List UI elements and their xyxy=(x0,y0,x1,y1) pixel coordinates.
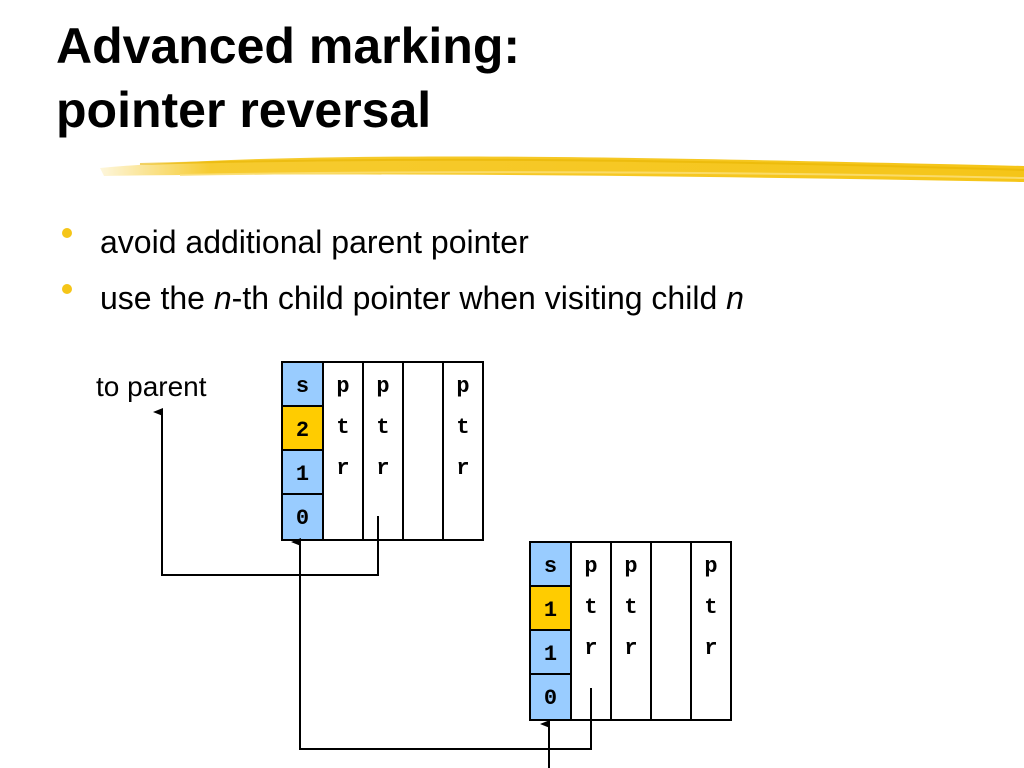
node1-pointer-1-char-0: p xyxy=(376,374,389,399)
node1-state-value-0: s xyxy=(296,374,309,399)
bullet-list: avoid additional parent pointer use the … xyxy=(62,218,744,330)
node2-pointer-3-char-1: t xyxy=(704,595,717,620)
title-line-2: pointer reversal xyxy=(56,82,432,138)
node1-pointer-field-0 xyxy=(322,361,364,541)
node1-pointer-0-char-2: r xyxy=(336,456,349,481)
bullet-1-text: avoid additional parent pointer xyxy=(100,224,529,260)
node1-pointer-0-char-0: p xyxy=(336,374,349,399)
node2-pointer-3-char-0: p xyxy=(704,554,717,579)
node1-pointer-0-char-1: t xyxy=(336,415,349,440)
node1-pointer-3-char-1: t xyxy=(456,415,469,440)
node2-state-value-0: s xyxy=(544,554,557,579)
node2-pointer-0-char-0: p xyxy=(584,554,597,579)
node1-state-cell-0 xyxy=(281,361,324,407)
node2-pointer-field-2 xyxy=(650,541,692,721)
bullet-2-text-b: -th child pointer when visiting child xyxy=(231,280,727,316)
node1-state-value-2: 1 xyxy=(296,462,309,487)
node1-pointer-3-char-2: r xyxy=(456,456,469,481)
node2-pointer-3-char-2: r xyxy=(704,636,717,661)
node1-pointer-1-char-1: t xyxy=(376,415,389,440)
highlighter-stroke xyxy=(100,156,1024,182)
bullet-2-text-a: use the xyxy=(100,280,214,316)
title-line-1: Advanced marking: xyxy=(56,18,521,74)
node2-state-value-2: 1 xyxy=(544,642,557,667)
node2-state-value-1: 1 xyxy=(544,598,557,623)
bullet-2-n-2: n xyxy=(726,280,744,316)
reversed-pointer-line xyxy=(291,538,592,750)
bullet-2: use the n-th child pointer when visiting… xyxy=(62,274,744,330)
node2-pointer-field-3 xyxy=(690,541,732,721)
node2-pointer-0-char-1: t xyxy=(584,595,597,620)
node1-pointer-1-char-2: r xyxy=(376,456,389,481)
parent-pointer-line xyxy=(153,408,379,576)
node2-pointer-1-char-1: t xyxy=(624,595,637,620)
bullet-dot-icon xyxy=(62,228,72,238)
bullet-dot-icon xyxy=(62,284,72,294)
to-parent-label: to parent xyxy=(96,371,207,402)
node1-state-cell-2 xyxy=(281,449,324,495)
node2-pointer-1-char-0: p xyxy=(624,554,637,579)
node2-pointer-1-char-2: r xyxy=(624,636,637,661)
node1-pointer-field-3 xyxy=(442,361,484,541)
node2-state-value-3: 0 xyxy=(544,686,557,711)
node1-state-value-3: 0 xyxy=(296,506,309,531)
node1-pointer-field-2 xyxy=(402,361,444,541)
slide-title: Advanced marking: pointer reversal xyxy=(56,14,520,142)
node1-pointer-3-char-0: p xyxy=(456,374,469,399)
node2-state-cell-3 xyxy=(529,673,572,721)
node2-pointer-0-char-2: r xyxy=(584,636,597,661)
bullet-1: avoid additional parent pointer xyxy=(62,218,744,274)
node1-state-value-1: 2 xyxy=(296,418,309,443)
bullet-2-n-1: n xyxy=(213,280,232,316)
